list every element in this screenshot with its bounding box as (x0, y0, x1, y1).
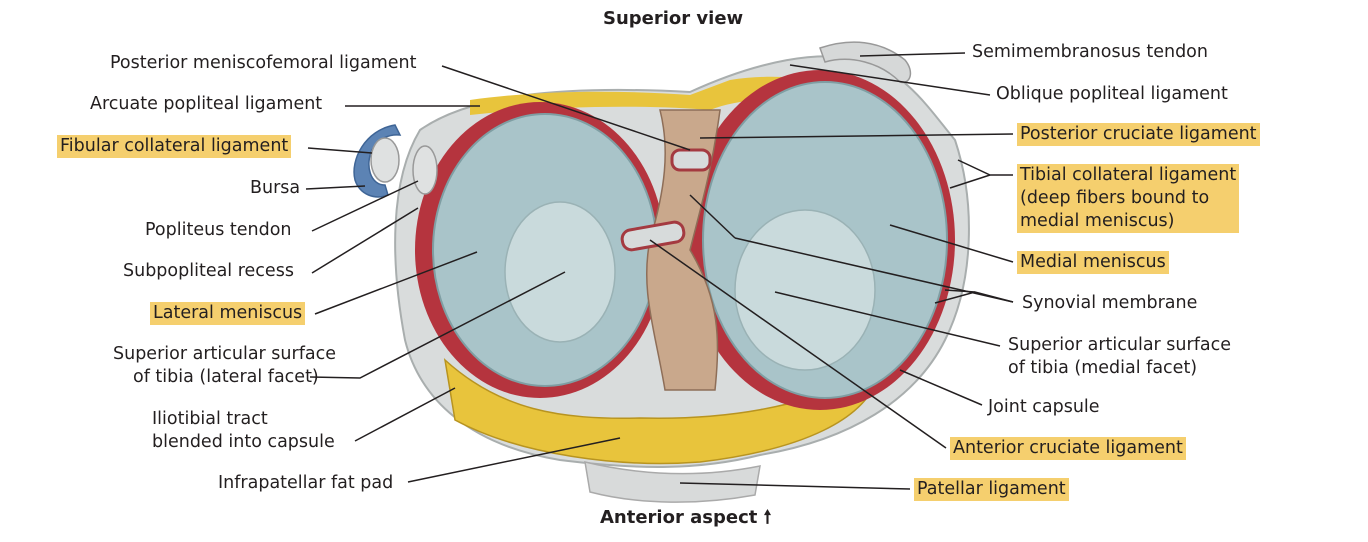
label-synovial: Synovial membrane (1022, 293, 1198, 313)
label-arcuate-popliteal: Arcuate popliteal ligament (90, 94, 323, 114)
label-bursa: Bursa (250, 178, 301, 198)
label-iliotibial-1: Iliotibial tract (152, 409, 268, 429)
label-patellar: Patellar ligament (914, 478, 1069, 501)
label-tibial-collateral: Tibial collateral ligament (deep fibers … (1017, 164, 1240, 233)
label-sup-art-lateral-2: of tibia (lateral facet) (133, 367, 319, 387)
label-infrapatellar: Infrapatellar fat pad (218, 473, 394, 493)
diagram-title: Superior view (603, 8, 744, 29)
label-posterior-meniscofemoral: Posterior meniscofemoral ligament (110, 53, 417, 73)
cruciate-ligaments (645, 109, 721, 391)
footer-label: Anterior aspect 🠕 (600, 505, 771, 535)
anterior-aspect-label: Anterior aspect (600, 507, 758, 528)
label-sup-art-medial-1: Superior articular surface (1008, 335, 1231, 355)
label-tibial-collateral-2: (deep fibers bound to (1020, 188, 1210, 208)
fibular-collateral-ligament (370, 137, 400, 183)
label-popliteus-tendon: Popliteus tendon (145, 220, 292, 240)
label-medial-meniscus: Medial meniscus (1017, 251, 1169, 274)
patellar-ligament (584, 461, 761, 503)
label-joint-capsule: Joint capsule (988, 397, 1100, 417)
label-lateral-meniscus: Lateral meniscus (150, 302, 306, 325)
medial-facet (734, 209, 876, 371)
label-sup-art-lateral-1: Superior articular surface (113, 344, 336, 364)
label-tibial-collateral-1: Tibial collateral ligament (1020, 165, 1237, 185)
label-posterior-cruciate: Posterior cruciate ligament (1017, 123, 1260, 146)
leader-lines (305, 52, 1014, 490)
label-semimembranosus: Semimembranosus tendon (972, 42, 1208, 62)
label-sup-art-medial-2: of tibia (medial facet) (1008, 358, 1198, 378)
label-subpopliteal-recess: Subpopliteal recess (123, 261, 294, 281)
popliteus-tendon (412, 145, 438, 195)
label-oblique-popliteal: Oblique popliteal ligament (996, 84, 1228, 104)
arrow-up-icon: 🠕 (763, 507, 772, 528)
label-tibial-collateral-3: medial meniscus) (1020, 211, 1175, 231)
label-iliotibial-2: blended into capsule (152, 432, 335, 452)
label-fibular-collateral: Fibular collateral ligament (57, 135, 292, 158)
lateral-facet (504, 201, 616, 343)
label-anterior-cruciate: Anterior cruciate ligament (950, 437, 1186, 460)
